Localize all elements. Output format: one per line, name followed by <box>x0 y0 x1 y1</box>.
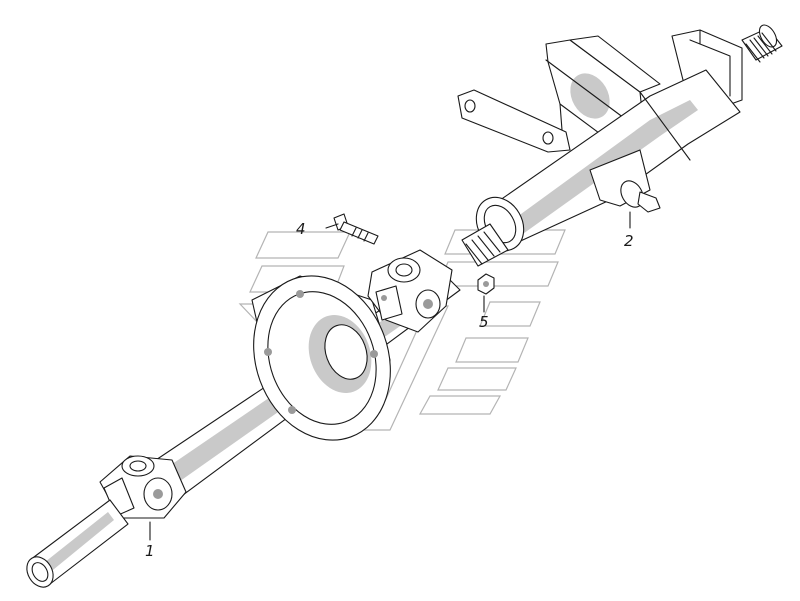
nut <box>477 273 495 295</box>
flange-cover <box>251 275 391 441</box>
lower-universal-joint <box>99 455 187 519</box>
upper-spline-yoke <box>461 196 525 267</box>
bolt <box>333 213 379 245</box>
callout-leaders <box>149 211 631 541</box>
lower-input-shaft <box>26 499 129 588</box>
middle-universal-joint <box>367 249 453 333</box>
callout-label-1: 1 <box>145 542 155 560</box>
upper-housing-tube <box>479 69 741 245</box>
callout-label-2: 2 <box>624 232 634 250</box>
upper-spline-shaft <box>741 24 783 63</box>
callout-label-4: 4 <box>296 220 306 238</box>
callout-label-5: 5 <box>479 313 489 331</box>
